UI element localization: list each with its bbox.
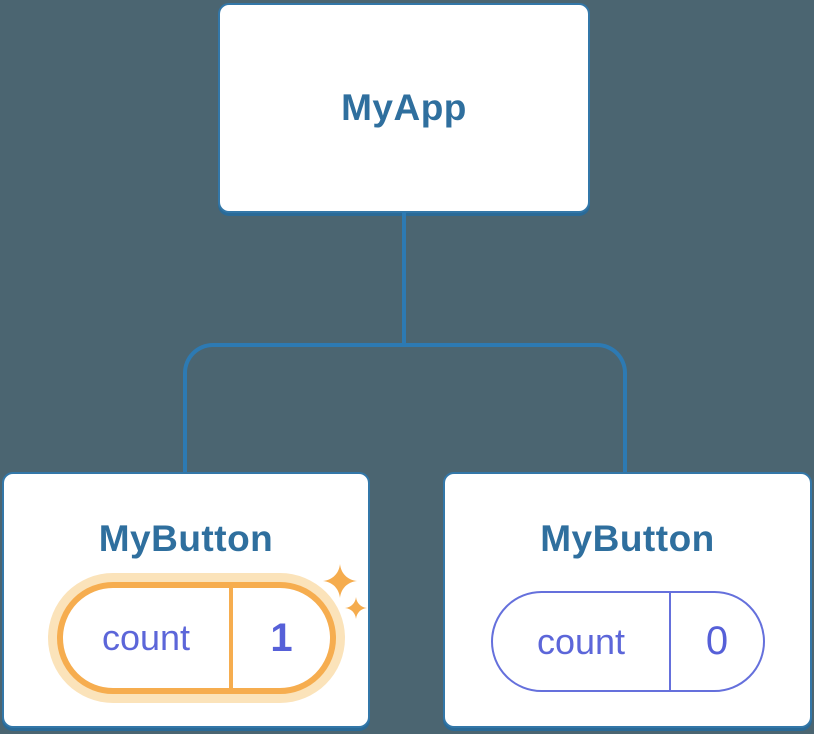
state-label: count — [536, 620, 626, 662]
component-node-mybutton-1: MyButton count 1 — [2, 472, 370, 728]
node-title: MyApp — [341, 87, 467, 128]
state-pill-highlighted: count 1 — [57, 582, 336, 694]
state-value-cell: 1 — [233, 588, 330, 688]
state-value: 1 — [270, 615, 293, 660]
state-pill: count 0 — [491, 591, 765, 692]
component-node-myapp: MyApp — [218, 3, 590, 213]
pill-divider — [669, 593, 671, 690]
connector-branch — [183, 343, 627, 472]
state-label: count — [101, 617, 191, 658]
sparkle-icon — [323, 564, 357, 598]
state-value: 0 — [705, 619, 729, 663]
sparkle-icon — [345, 597, 367, 619]
state-label-cell: count — [63, 588, 229, 688]
connector-stem — [402, 212, 406, 345]
pill-divider — [229, 588, 233, 688]
state-label-cell: count — [493, 593, 669, 690]
state-value-cell: 0 — [671, 593, 763, 690]
component-node-mybutton-2: MyButton count 0 — [443, 472, 812, 728]
node-title: MyButton — [540, 518, 715, 559]
node-title: MyButton — [98, 518, 274, 559]
